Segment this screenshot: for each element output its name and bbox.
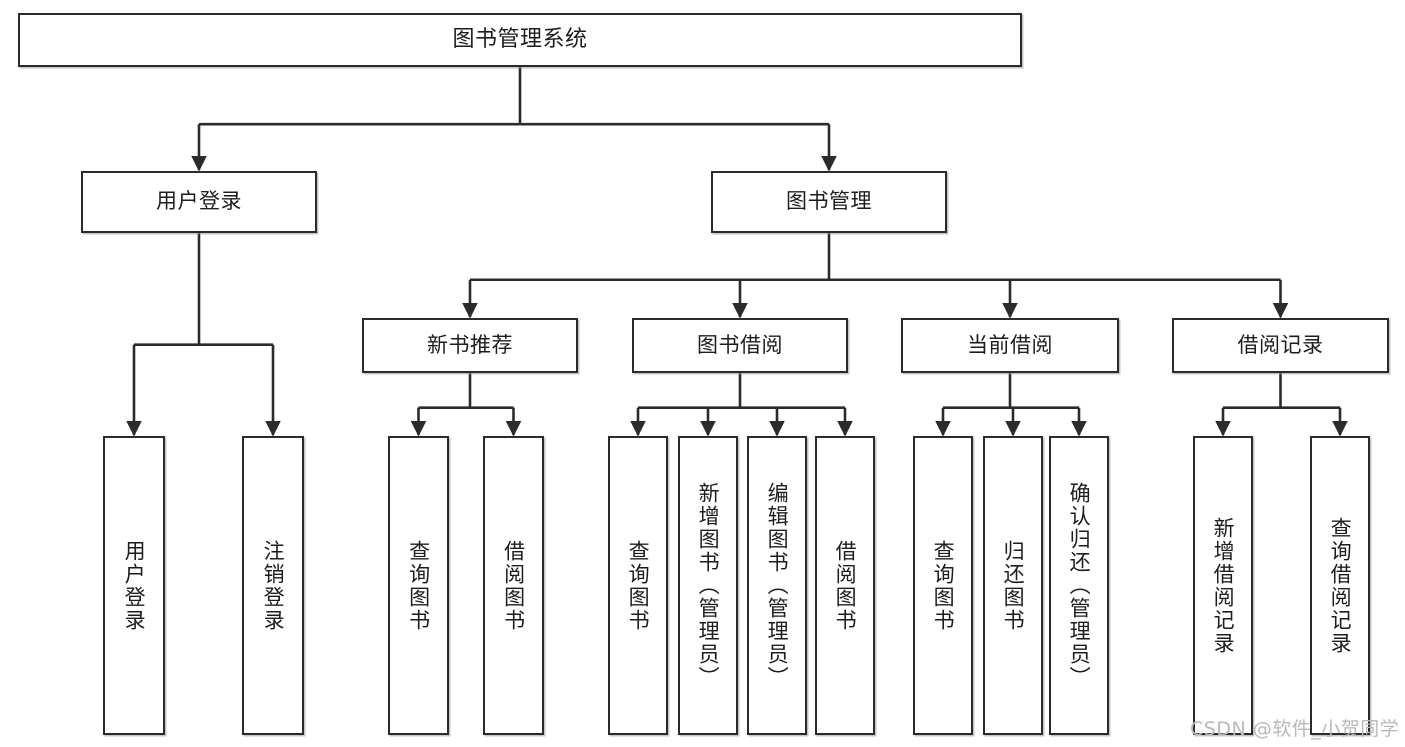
node-label: 用户登录: [122, 539, 147, 632]
node-borrow: 图书借阅: [632, 318, 848, 373]
node-newbook: 新书推荐: [362, 318, 578, 373]
node-l-return: 归还图书: [983, 436, 1043, 735]
node-label: 图书管理系统: [452, 26, 588, 52]
node-label: 归还图书: [1001, 539, 1026, 632]
node-label: 查询借阅记录: [1328, 516, 1353, 655]
node-label: 新增借阅记录: [1211, 516, 1236, 655]
node-label: 借阅图书: [501, 539, 526, 632]
node-login: 用户登录: [81, 171, 317, 233]
node-label: 图书管理: [786, 189, 872, 214]
node-l-borrow1: 借阅图书: [483, 436, 544, 735]
node-label: 确认归还（管理员）: [1067, 482, 1092, 689]
node-label: 当前借阅: [967, 332, 1053, 357]
node-current: 当前借阅: [901, 318, 1119, 373]
node-label: 查询图书: [931, 539, 956, 632]
node-label: 用户登录: [156, 189, 242, 214]
node-label: 查询图书: [626, 539, 651, 632]
node-label: 查询图书: [406, 539, 431, 632]
node-label: 注销登录: [261, 539, 286, 632]
node-l-query1: 查询图书: [388, 436, 449, 735]
node-records: 借阅记录: [1172, 318, 1389, 373]
node-l-queryrec: 查询借阅记录: [1310, 436, 1370, 735]
node-l-query3: 查询图书: [913, 436, 973, 735]
node-label: 编辑图书（管理员）: [765, 482, 790, 689]
node-l-addrec: 新增借阅记录: [1193, 436, 1253, 735]
node-label: 图书借阅: [697, 332, 783, 357]
node-l-editbook: 编辑图书（管理员）: [747, 436, 807, 735]
node-l-confirm: 确认归还（管理员）: [1049, 436, 1109, 735]
node-label: 新增图书（管理员）: [696, 482, 721, 689]
node-label: 新书推荐: [427, 332, 513, 357]
node-bookmgmt: 图书管理: [711, 171, 947, 233]
node-label: 借阅图书: [833, 539, 858, 632]
csdn-watermark: CSDN @软件_小贺同学: [1190, 718, 1400, 740]
node-l-query2: 查询图书: [608, 436, 668, 735]
node-l-logout: 注销登录: [242, 436, 304, 735]
node-label: 借阅记录: [1237, 332, 1324, 357]
node-l-login: 用户登录: [103, 436, 165, 735]
node-l-borrow2: 借阅图书: [815, 436, 875, 735]
node-root: 图书管理系统: [18, 13, 1022, 67]
node-l-addbook: 新增图书（管理员）: [678, 436, 738, 735]
